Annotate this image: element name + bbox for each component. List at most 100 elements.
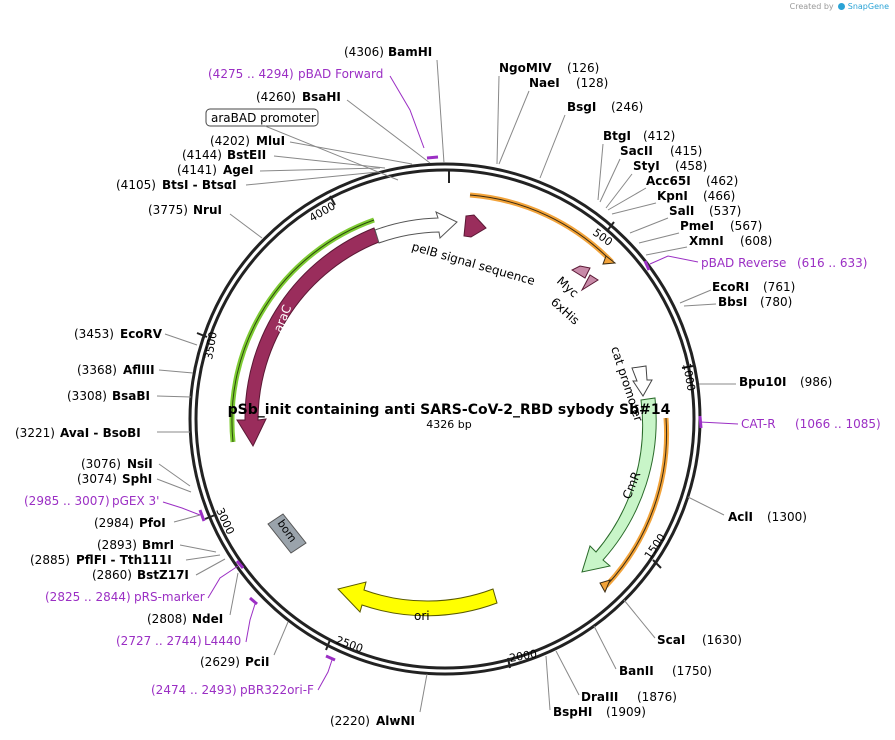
site-pcii[interactable]: (2629) PciI <box>200 621 289 669</box>
svg-text:(780): (780) <box>760 295 792 309</box>
svg-text:BamHI: BamHI <box>388 45 432 59</box>
his-arrow <box>580 274 599 292</box>
site-bsahi[interactable]: (4260) BsaHI <box>256 90 431 164</box>
site-ecorv[interactable]: (3453) EcoRV <box>74 327 198 346</box>
svg-text:(1630): (1630) <box>702 633 742 647</box>
svg-text:(4260): (4260) <box>256 90 296 104</box>
svg-text:(2727 .. 2744): (2727 .. 2744) <box>116 634 202 648</box>
svg-text:XmnI: XmnI <box>689 234 724 248</box>
site-bsphi[interactable]: BspHI (1909) <box>545 655 646 719</box>
site-nsii[interactable]: (3076) NsiI <box>81 457 191 487</box>
svg-text:BanII: BanII <box>619 664 654 678</box>
site-bstz17i[interactable]: (2860) BstZ17I <box>92 558 226 582</box>
site-bamhi[interactable]: (4306) BamHI <box>344 45 445 164</box>
site-pflfi[interactable]: (2885) PflFI - Tth111I <box>30 553 221 567</box>
svg-text:(761): (761) <box>763 280 795 294</box>
svg-text:BtgI: BtgI <box>603 129 631 143</box>
plasmid-title: pSb_init containing anti SARS-CoV-2_RBD … <box>228 402 671 418</box>
site-prui[interactable]: (3775) NruI <box>148 203 263 239</box>
svg-text:(537): (537) <box>709 204 741 218</box>
primer-pbad-forward[interactable]: (4275 .. 4294) pBAD Forward <box>208 67 439 160</box>
svg-text:pBR322ori-F: pBR322ori-F <box>240 683 314 697</box>
svg-text:(3453): (3453) <box>74 327 114 341</box>
svg-text:pBAD Reverse: pBAD Reverse <box>701 256 786 270</box>
svg-text:AlwNI: AlwNI <box>376 714 415 728</box>
svg-text:KpnI: KpnI <box>657 189 688 203</box>
his-label: 6xHis <box>548 295 582 328</box>
primer-pbad-reverse[interactable]: pBAD Reverse (616 .. 633) <box>643 255 867 271</box>
svg-text:PciI: PciI <box>245 655 270 669</box>
svg-text:L4440: L4440 <box>204 634 241 648</box>
ori-arrow <box>337 581 498 617</box>
attribution: Created by SnapGene <box>790 2 889 11</box>
svg-text:NaeI: NaeI <box>529 76 560 90</box>
site-ndei[interactable]: (2808) NdeI <box>147 572 239 626</box>
svg-text:(3074): (3074) <box>77 472 117 486</box>
site-bsgi[interactable]: BsgI (246) <box>539 100 643 179</box>
arac-label: araC <box>271 303 294 334</box>
svg-text:BtsI - BtsαI: BtsI - BtsαI <box>162 178 237 192</box>
svg-text:SphI: SphI <box>122 472 152 486</box>
svg-text:(4306): (4306) <box>344 45 384 59</box>
pelb-label: pelB signal sequence <box>410 239 536 288</box>
primer-prs-marker[interactable]: (2825 .. 2844) pRS-marker <box>45 560 245 604</box>
svg-text:NdeI: NdeI <box>192 612 223 626</box>
site-styi[interactable]: StyI (458) <box>605 159 707 209</box>
svg-text:PmeI: PmeI <box>680 219 714 233</box>
arabad-promoter-label: araBAD promoter <box>211 111 316 125</box>
site-avai[interactable]: (3221) AvaI - BsoBI <box>15 426 190 440</box>
svg-text:(3368): (3368) <box>77 363 117 377</box>
site-naei[interactable]: NaeI (128) <box>498 76 608 165</box>
site-draiii[interactable]: DraIII (1876) <box>555 650 677 704</box>
site-bmri[interactable]: (2893) BmrI <box>97 538 217 553</box>
primer-pgex-3[interactable]: (2985 .. 3007) pGEX 3' <box>24 494 206 522</box>
primer-cat-r[interactable]: CAT-R (1066 .. 1085) <box>698 415 881 431</box>
svg-text:NruI: NruI <box>193 203 222 217</box>
site-banii[interactable]: BanII (1750) <box>593 625 712 678</box>
bom-box <box>267 513 307 554</box>
brand-text: SnapGene <box>847 2 889 11</box>
svg-text:SalI: SalI <box>669 204 694 218</box>
site-pmei[interactable]: PmeI (567) <box>638 219 762 244</box>
site-pfoi[interactable]: (2984) PfoI <box>94 514 201 530</box>
cat-promoter-arrow <box>631 365 653 397</box>
svg-text:StyI: StyI <box>633 159 660 173</box>
site-sacii[interactable]: SacII (415) <box>599 144 702 203</box>
site-xmni[interactable]: XmnI (608) <box>645 234 772 256</box>
site-btsi[interactable]: (4105) BtsI - BtsαI <box>116 171 379 192</box>
svg-text:(2220): (2220) <box>330 714 370 728</box>
site-bsabi[interactable]: (3308) BsaBI <box>67 389 192 403</box>
primer-l4440[interactable]: (2727 .. 2744) L4440 <box>116 596 258 648</box>
myc-arrow <box>570 265 591 279</box>
svg-text:(4202): (4202) <box>210 134 250 148</box>
site-mlui[interactable]: (4202) MluI <box>210 134 413 165</box>
svg-text:(2860): (2860) <box>92 568 132 582</box>
svg-text:BsgI: BsgI <box>567 100 596 114</box>
primer-pbr322ori-f[interactable]: (2474 .. 2493) pBR322ori-F <box>151 654 336 697</box>
site-acc65i[interactable]: Acc65I (462) <box>607 174 738 211</box>
site-sali[interactable]: SalI (537) <box>629 204 741 234</box>
site-alwni[interactable]: (2220) AlwNI <box>330 673 428 728</box>
site-acli[interactable]: AclI (1300) <box>687 496 807 524</box>
site-bpu10i[interactable]: Bpu10I (986) <box>699 375 832 389</box>
site-ecori[interactable]: EcoRI (761) <box>679 280 795 304</box>
site-afliii[interactable]: (3368) AflIII <box>77 363 194 377</box>
tick-label-3500: 3500 <box>202 331 220 361</box>
site-kpni[interactable]: KpnI (466) <box>611 189 735 215</box>
svg-text:Bpu10I: Bpu10I <box>739 375 786 389</box>
site-agei[interactable]: (4141) AgeI <box>177 163 381 177</box>
cmr-highlight-head <box>599 579 611 594</box>
site-btgi[interactable]: BtgI (412) <box>597 129 675 201</box>
svg-text:BmrI: BmrI <box>142 538 174 552</box>
svg-text:(3076): (3076) <box>81 457 121 471</box>
site-sphi[interactable]: (3074) SphI <box>77 472 192 493</box>
svg-text:pRS-marker: pRS-marker <box>134 590 205 604</box>
svg-text:(3308): (3308) <box>67 389 107 403</box>
site-scai[interactable]: ScaI (1630) <box>623 599 742 647</box>
site-ngomiv[interactable]: NgoMIV (126) <box>496 61 599 165</box>
svg-text:BsaBI: BsaBI <box>112 389 150 403</box>
svg-text:(4275 .. 4294): (4275 .. 4294) <box>208 67 294 81</box>
site-bsteii[interactable]: (4144) BstEII <box>182 148 386 169</box>
site-bbsi[interactable]: BbsI (780) <box>683 295 792 309</box>
